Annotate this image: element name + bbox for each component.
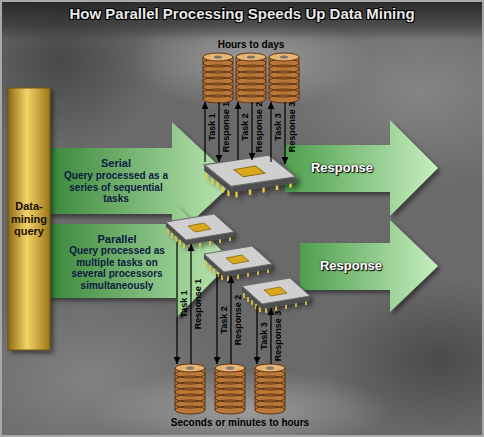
node-content: ParallelQuery processed as multiple task… bbox=[60, 233, 174, 292]
flow-label: Task 2 bbox=[241, 113, 250, 140]
time-label: Hours to days bbox=[218, 40, 285, 50]
flow-label: Task 3 bbox=[260, 322, 269, 349]
node-content: Response bbox=[305, 259, 397, 274]
flow-label: Task 1 bbox=[180, 290, 189, 317]
mode-heading: Serial bbox=[64, 157, 168, 170]
mode-description: Query processed as a series of sequentia… bbox=[64, 170, 168, 205]
query-bar: Data-mining query bbox=[8, 88, 50, 350]
process-arrow: ParallelQuery processed as multiple task… bbox=[60, 226, 174, 298]
time-label: Seconds or minutes to hours bbox=[171, 418, 309, 428]
processor-chip bbox=[204, 246, 272, 281]
response-arrow: Response bbox=[305, 243, 397, 290]
flow-label: Task 1 bbox=[208, 113, 217, 140]
processor-chip bbox=[204, 155, 296, 197]
disk-stack bbox=[203, 53, 233, 103]
task-lines bbox=[205, 102, 285, 164]
disk-stack bbox=[175, 364, 205, 414]
process-arrow: SerialQuery processed as a series of seq… bbox=[64, 150, 168, 212]
mode-heading: Parallel bbox=[60, 233, 174, 246]
task-lines bbox=[177, 242, 271, 364]
response-arrow: Response bbox=[292, 145, 392, 192]
response-arrow bbox=[285, 120, 438, 216]
flow-label: Task 2 bbox=[220, 306, 229, 333]
disk-stack bbox=[269, 53, 299, 103]
node-content: Response bbox=[292, 161, 392, 176]
flow-label: Response 3 bbox=[288, 102, 297, 153]
node-content: SerialQuery processed as a series of seq… bbox=[64, 157, 168, 204]
query-label: Data-mining query bbox=[8, 200, 50, 238]
flow-label: Response 3 bbox=[274, 311, 283, 362]
response-label: Response bbox=[292, 161, 392, 176]
flow-label: Response 2 bbox=[234, 295, 243, 346]
query-bar bbox=[8, 88, 50, 350]
diagram-title: How Parallel Processing Speeds Up Data M… bbox=[0, 5, 484, 22]
flow-label: Response 1 bbox=[194, 279, 203, 330]
flow-label: Task 3 bbox=[274, 113, 283, 140]
node-content: Data-mining query bbox=[8, 200, 50, 238]
processor-chip bbox=[242, 278, 310, 313]
flow-label: Response 1 bbox=[222, 102, 231, 153]
disk-stack bbox=[255, 364, 285, 414]
processor-chip bbox=[166, 214, 234, 249]
disk-stack bbox=[215, 364, 245, 414]
mode-description: Query processed as multiple tasks on sev… bbox=[60, 245, 174, 291]
response-label: Response bbox=[305, 259, 397, 274]
flow-label: Response 2 bbox=[255, 102, 264, 153]
response-arrow bbox=[300, 220, 438, 312]
disk-stack bbox=[236, 53, 266, 103]
